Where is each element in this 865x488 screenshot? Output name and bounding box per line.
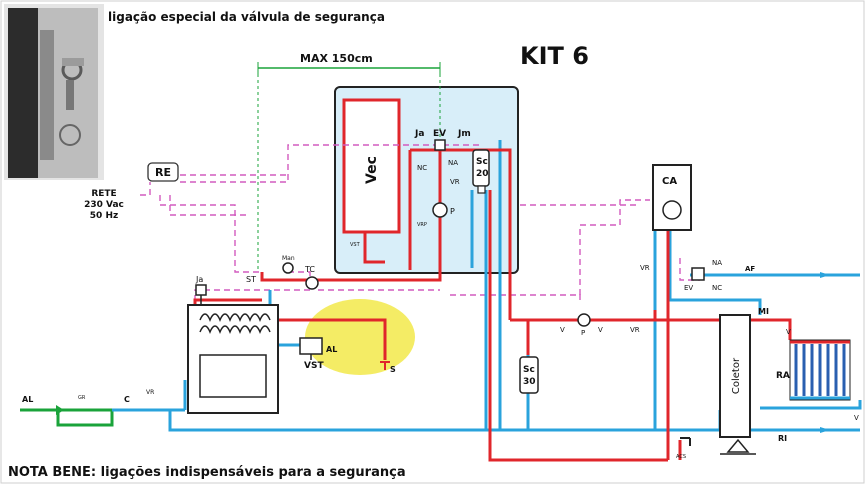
label-vrp: VRP xyxy=(417,222,427,228)
label-rete-3: 50 Hz xyxy=(90,211,118,221)
label-ja-boiler: Ja xyxy=(195,275,203,284)
label-sc30-b: 30 xyxy=(523,377,536,387)
diagram-labels: RE RETE 230 Vac 50 Hz Vec Ja EV Jm Sc 20… xyxy=(22,52,859,460)
air-vent-ja-boiler xyxy=(195,284,207,296)
label-v2: V xyxy=(598,326,603,334)
label-ev2: EV xyxy=(684,284,693,292)
label-jm: Jm xyxy=(457,129,471,139)
label-af: AF xyxy=(745,265,755,273)
label-sc20-b: 20 xyxy=(476,169,489,179)
label-s: S xyxy=(390,365,396,374)
label-ra: RA xyxy=(776,371,790,381)
label-max-150cm: MAX 150cm xyxy=(300,52,373,65)
max-dimension xyxy=(257,62,441,270)
label-al-left: AL xyxy=(22,395,33,404)
relay-re xyxy=(147,162,179,182)
label-v1: V xyxy=(560,326,565,334)
label-coletor: Coletor xyxy=(731,357,742,394)
label-sc30-a: Sc xyxy=(523,365,535,375)
safety-valve-highlight xyxy=(305,299,415,375)
label-vr: VR xyxy=(450,178,460,186)
sc30-vessel xyxy=(519,356,539,394)
label-v4: V xyxy=(854,414,859,422)
sc20-vessel xyxy=(472,149,490,187)
electrical-wiring xyxy=(140,144,700,300)
top-caption: ligação especial da válvula de segurança xyxy=(108,10,385,24)
drain-s xyxy=(380,361,390,370)
kit-title: KIT 6 xyxy=(520,42,589,70)
safety-valve-vst xyxy=(299,337,323,360)
label-vst: VST xyxy=(304,361,324,371)
label-gr: GR xyxy=(78,395,86,401)
label-tc: TC xyxy=(304,265,315,274)
label-mi: MI xyxy=(758,307,769,316)
pump-p-tank xyxy=(432,202,448,218)
footer-note: NOTA BENE: ligações indispensáveis para … xyxy=(8,465,406,480)
label-v3: V xyxy=(786,328,791,336)
label-nc: NC xyxy=(417,164,427,172)
label-p2: P xyxy=(581,329,585,337)
label-na2: NA xyxy=(712,259,722,267)
sc20-valve xyxy=(477,185,486,194)
boiler-photo xyxy=(4,4,104,180)
solenoid-ev-right xyxy=(691,267,705,281)
auxiliary-boiler-ca xyxy=(652,164,692,231)
ground-support xyxy=(720,438,756,455)
label-vr-left: VR xyxy=(146,389,154,396)
label-re: RE xyxy=(155,166,171,179)
label-vr2: VR xyxy=(630,326,640,334)
label-vec: Vec xyxy=(364,156,380,184)
label-p: P xyxy=(450,207,455,216)
label-vr3: VR xyxy=(640,264,650,272)
label-ja: Ja xyxy=(414,129,424,139)
boiler xyxy=(187,304,279,414)
collector xyxy=(719,314,751,438)
hot-water-tap-acs xyxy=(680,437,691,446)
label-rete-2: 230 Vac xyxy=(84,200,124,210)
label-rete-1: RETE xyxy=(91,189,116,199)
label-na: NA xyxy=(448,159,458,167)
label-ca: CA xyxy=(662,176,677,187)
cold-water-inlet xyxy=(20,408,114,427)
radiator-ra xyxy=(789,339,851,401)
label-st: ST xyxy=(246,275,256,284)
label-sc20-a: Sc xyxy=(476,157,488,167)
flow-arrows xyxy=(820,272,830,433)
label-vst-small: VST xyxy=(350,242,361,248)
expansion-vessel-vec xyxy=(342,98,401,234)
label-ev: EV xyxy=(433,129,446,139)
solenoid-ev-tank xyxy=(434,139,446,151)
pump-p-circuit xyxy=(577,313,591,327)
manometer xyxy=(282,262,294,274)
label-ri: RI xyxy=(778,434,787,443)
label-acs: ACS xyxy=(676,454,686,460)
inlet-arrow xyxy=(56,405,64,415)
thermostat-tc xyxy=(305,276,319,290)
label-man: Man xyxy=(282,255,295,262)
label-nc2: NC xyxy=(712,284,722,292)
label-c: C xyxy=(124,395,130,404)
label-al: AL xyxy=(326,345,337,354)
